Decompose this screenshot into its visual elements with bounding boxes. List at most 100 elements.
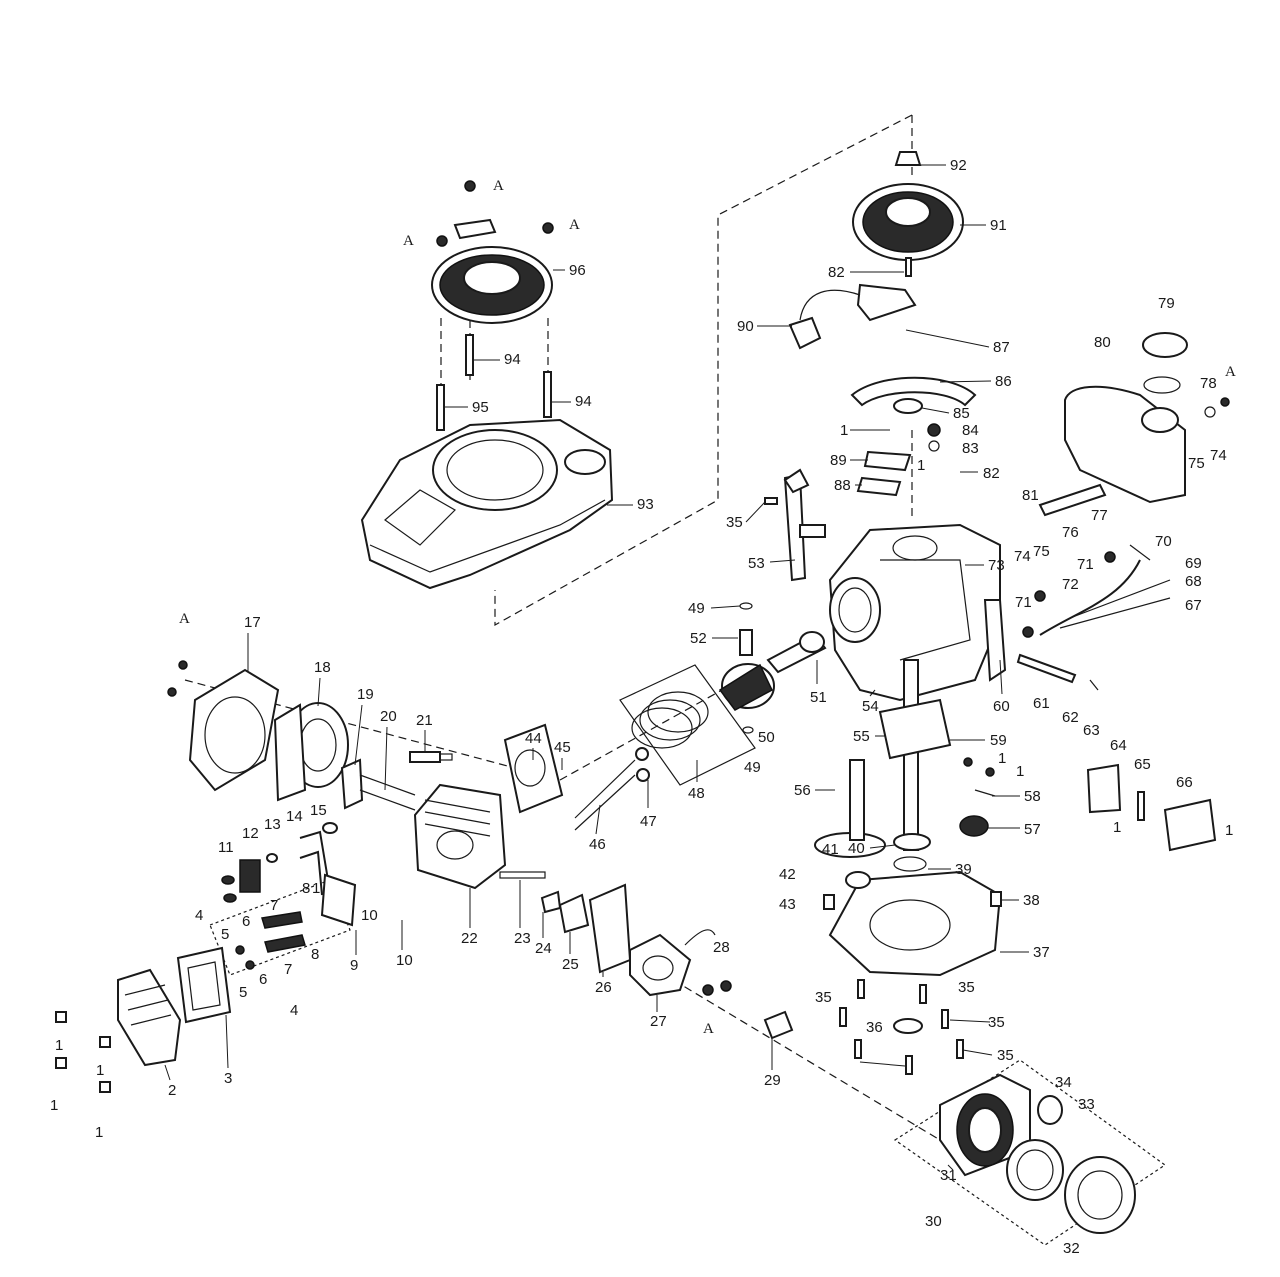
callout-48: 48 [688, 785, 705, 802]
callout-74-b: 74 [1210, 447, 1227, 464]
callout-1-lc: 1 [50, 1097, 58, 1114]
callout-65: 65 [1134, 756, 1151, 773]
crankcase [828, 523, 1007, 702]
callout-15: 15 [310, 802, 327, 819]
callout-71-b: 71 [1015, 594, 1032, 611]
assembly-guide-lines [184, 114, 941, 1141]
ref-a-starter-2: A [569, 217, 580, 233]
ref-a-carb: A [703, 1021, 714, 1037]
callout-73: 73 [988, 557, 1005, 574]
callout-1-valve: 1 [312, 880, 320, 897]
callout-20: 20 [380, 708, 397, 725]
callout-30: 30 [925, 1213, 942, 1230]
muffler-assembly [763, 1010, 1167, 1246]
callout-70: 70 [1155, 533, 1172, 550]
callout-94-b: 94 [575, 393, 592, 410]
piston-assembly [619, 602, 827, 786]
cover-screws [55, 1011, 111, 1093]
callout-5-b: 5 [239, 984, 247, 1001]
callout-1-right: 1 [1225, 822, 1233, 839]
callout-52: 52 [690, 630, 707, 647]
callout-81: 81 [1022, 487, 1039, 504]
callout-25: 25 [562, 956, 579, 973]
callout-62: 62 [1062, 709, 1079, 726]
crankcase-cover [823, 870, 1002, 977]
callout-93: 93 [637, 496, 654, 513]
callout-1-b: 1 [917, 457, 925, 474]
callout-8-b: 8 [311, 946, 319, 963]
callout-85: 85 [953, 405, 970, 422]
callout-59: 59 [990, 732, 1007, 749]
callout-51: 51 [810, 689, 827, 706]
ref-a-starter-1: A [493, 178, 504, 194]
flywheel [852, 151, 964, 277]
callout-1-ld: 1 [95, 1124, 103, 1141]
callout-55: 55 [853, 728, 870, 745]
callout-38: 38 [1023, 892, 1040, 909]
governor-parts [963, 653, 1217, 852]
callout-87: 87 [993, 339, 1010, 356]
callout-57: 57 [1024, 821, 1041, 838]
callout-17: 17 [244, 614, 261, 631]
callout-79: 79 [1158, 295, 1175, 312]
callout-75-b: 75 [1188, 455, 1205, 472]
callout-36: 36 [866, 1019, 883, 1036]
callout-58: 58 [1024, 788, 1041, 805]
ref-a-tank: A [1225, 364, 1236, 380]
callout-75: 75 [1033, 543, 1050, 560]
callout-labels: 92 91 82 90 87 86 85 1 84 83 89 1 88 82 … [50, 157, 1236, 1257]
callout-1-gov: 1 [1113, 819, 1121, 836]
camshaft [764, 468, 826, 582]
callout-29: 29 [764, 1072, 781, 1089]
rocker-cover [117, 946, 232, 1067]
engine-shroud [360, 418, 614, 590]
callout-44: 44 [525, 730, 542, 747]
callout-10-a: 10 [361, 907, 378, 924]
callout-7-top: 7 [270, 897, 278, 914]
callout-10-b: 10 [396, 952, 413, 969]
callout-45: 45 [554, 739, 571, 756]
callout-33: 33 [1078, 1096, 1095, 1113]
callout-24: 24 [535, 940, 552, 957]
callout-78: 78 [1200, 375, 1217, 392]
callout-95: 95 [472, 399, 489, 416]
crankshaft [814, 659, 989, 872]
callout-37: 37 [1033, 944, 1050, 961]
fuel-tank [1038, 332, 1230, 517]
cylinder-head [413, 783, 507, 890]
starter-mount-bolts [436, 334, 552, 431]
callout-1-mid-a: 1 [998, 750, 1006, 767]
callout-28: 28 [713, 939, 730, 956]
callout-61: 61 [1033, 695, 1050, 712]
callout-47: 47 [640, 813, 657, 830]
callout-8-top: 8 [302, 880, 310, 897]
callout-2: 2 [168, 1082, 176, 1099]
fuel-lines [1022, 544, 1171, 638]
callout-18: 18 [314, 659, 331, 676]
callout-35-a: 35 [815, 989, 832, 1006]
callout-19: 19 [357, 686, 374, 703]
air-filter [167, 660, 349, 802]
callout-66: 66 [1176, 774, 1193, 791]
callout-82-b: 82 [983, 465, 1000, 482]
callout-72: 72 [1062, 576, 1079, 593]
callout-9: 9 [350, 957, 358, 974]
callout-6-top: 6 [242, 913, 250, 930]
callout-56: 56 [794, 782, 811, 799]
ignition-coil [788, 283, 917, 350]
callout-1-mid-b: 1 [1016, 763, 1024, 780]
valve-train [209, 822, 357, 976]
callout-12: 12 [242, 825, 259, 842]
callout-83: 83 [962, 440, 979, 457]
callout-94-a: 94 [504, 351, 521, 368]
callout-23: 23 [514, 930, 531, 947]
callout-86: 86 [995, 373, 1012, 390]
callout-89: 89 [830, 452, 847, 469]
callout-6-b: 6 [259, 971, 267, 988]
recoil-starter [431, 180, 554, 324]
callout-35-top: 35 [726, 514, 743, 531]
ref-a-starter-3: A [403, 233, 414, 249]
leader-lines [164, 164, 1029, 1171]
callout-42: 42 [779, 866, 796, 883]
